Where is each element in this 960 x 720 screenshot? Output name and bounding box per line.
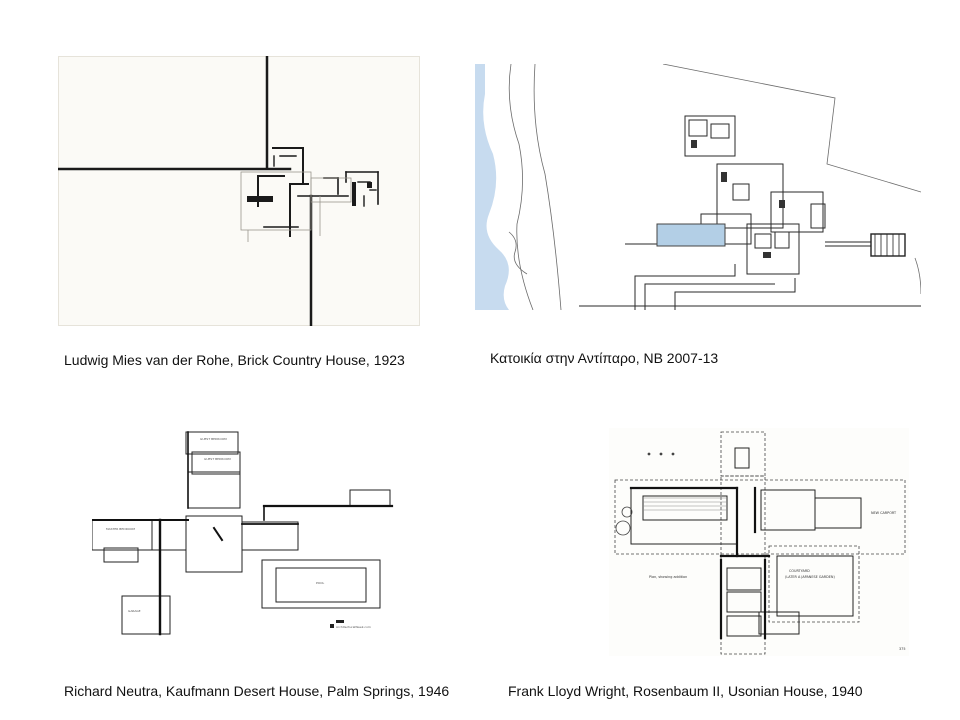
brick-country-house-plan <box>58 56 420 326</box>
rosenbaum-house-drawing: Plan, showing addition COURTYARD (LATER … <box>614 431 905 655</box>
svg-text:GUEST BEDROOM: GUEST BEDROOM <box>204 457 231 461</box>
caption-rosenbaum-house: Frank Lloyd Wright, Rosenbaum II, Usonia… <box>508 683 863 699</box>
rosenbaum-house-plan: Plan, showing addition COURTYARD (LATER … <box>609 428 909 656</box>
svg-text:NEW CARPORT: NEW CARPORT <box>871 511 897 515</box>
antiparos-site-drawing <box>475 64 921 310</box>
svg-text:COURTYARD: COURTYARD <box>789 569 810 573</box>
svg-text:GUEST BEDROOM: GUEST BEDROOM <box>200 437 227 441</box>
svg-text:POOL: POOL <box>316 581 325 585</box>
caption-antiparos-house: Κατοικία στην Αντίπαρο, NB 2007-13 <box>490 350 719 366</box>
svg-text:Plan, showing addition: Plan, showing addition <box>649 575 687 579</box>
svg-text:GARAGE: GARAGE <box>128 609 141 613</box>
antiparos-house-site-plan <box>475 64 921 310</box>
svg-text:ArchitecturalWeek.com: ArchitecturalWeek.com <box>336 625 371 629</box>
svg-text:(LATER A JAPANESE GARDEN): (LATER A JAPANESE GARDEN) <box>785 575 835 579</box>
kaufmann-house-drawing: GUEST BEDROOM GUEST BEDROOM POOL GARAGE … <box>92 431 394 636</box>
svg-text:375: 375 <box>899 647 905 651</box>
caption-brick-country-house: Ludwig Mies van der Rohe, Brick Country … <box>64 352 405 368</box>
kaufmann-desert-house-plan: GUEST BEDROOM GUEST BEDROOM POOL GARAGE … <box>92 428 402 640</box>
svg-text:MASTER BEDROOM: MASTER BEDROOM <box>106 527 135 531</box>
caption-kaufmann-desert-house: Richard Neutra, Kaufmann Desert House, P… <box>64 683 450 699</box>
brick-country-house-drawing <box>58 56 379 326</box>
